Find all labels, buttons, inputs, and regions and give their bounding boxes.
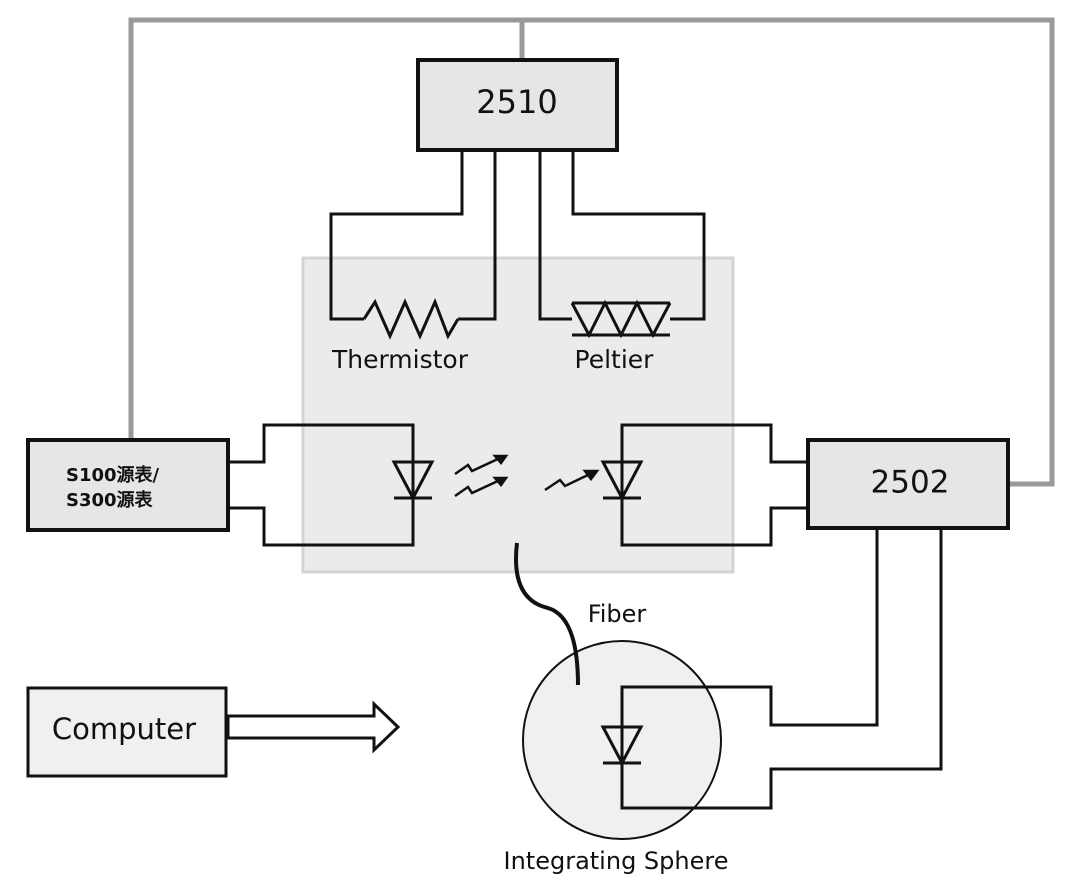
photodiode-wires [620,423,808,547]
computer-box [26,686,228,778]
source-meter-label-line2: S300源表 [66,489,154,511]
source-meter-box [26,438,230,532]
integrating-sphere-label: Integrating Sphere [504,847,729,875]
controller-2502-label: 2502 [871,465,950,501]
emitted-light-arrows-icon [454,454,509,498]
controller-2510-box [416,58,619,152]
optical-fiber [514,542,580,686]
thermistor-wires [329,150,497,321]
controller-2510-label: 2510 [476,83,557,121]
fiber-label: Fiber [588,600,647,628]
thermistor-label: Thermistor [331,345,469,374]
gray-interconnect-wires [128,17,1055,487]
led-diode-icon [391,460,435,502]
thermistor-symbol [362,298,460,340]
computer-label: Computer [52,712,196,746]
photodiode-icon [600,460,644,502]
incident-light-arrow-icon [544,469,600,492]
sphere-detector-wires-front [620,685,771,810]
peltier-symbol [570,299,672,339]
controller-2502-box [806,438,1010,530]
source-meter-label-line1: S100源表/ [66,464,160,486]
test-chamber [301,256,735,574]
sphere-photodiode-icon [600,725,644,767]
peltier-wires [538,150,706,321]
peltier-label: Peltier [575,345,655,374]
computer-output-arrow-icon [226,700,401,754]
led-wires [228,423,415,547]
